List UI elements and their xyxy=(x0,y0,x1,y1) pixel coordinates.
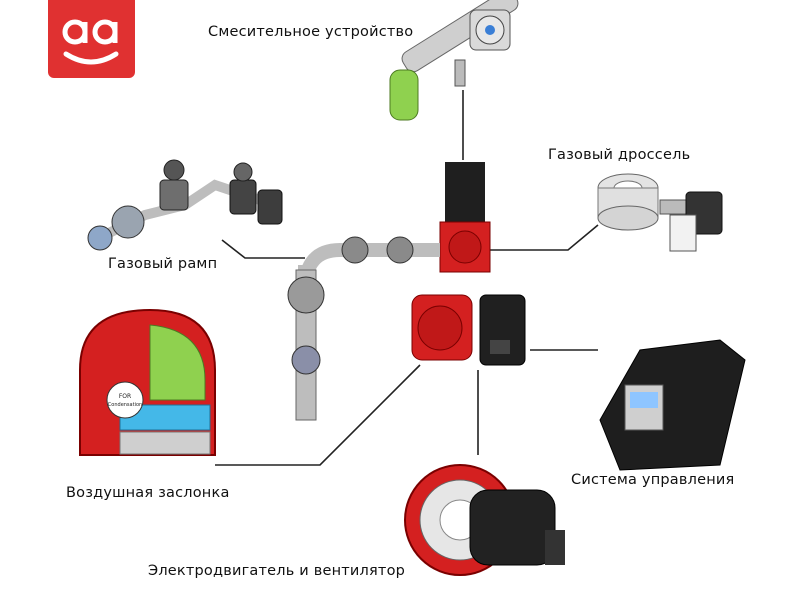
label-control-system: Система управления xyxy=(571,472,735,488)
burner-assembly-illustration xyxy=(287,162,526,421)
leader-ramp xyxy=(221,239,305,259)
label-gas-throttle: Газовый дроссель xyxy=(548,147,691,163)
label-gas-ramp: Газовый рамп xyxy=(108,256,218,272)
badge-line1: FOR xyxy=(119,393,131,400)
logo-icon xyxy=(62,19,119,65)
leader-throttle xyxy=(488,224,599,251)
gas-ramp-illustration xyxy=(87,159,283,251)
motor-fan-illustration xyxy=(404,464,565,576)
gas-throttle-illustration xyxy=(597,173,723,252)
badge-line2: Condensation xyxy=(108,402,142,408)
label-mixing-device: Смесительное устройство xyxy=(208,24,414,40)
label-motor-fan: Электродвигатель и вентилятор xyxy=(148,563,406,579)
leader-lines xyxy=(215,90,599,466)
control-system-illustration xyxy=(599,339,746,471)
brand-logo xyxy=(48,0,135,78)
mixing-device-illustration xyxy=(389,0,519,121)
air-damper-illustration: FOR Condensation xyxy=(79,308,216,456)
label-air-damper: Воздушная заслонка xyxy=(66,485,230,501)
leader-damper xyxy=(215,364,421,466)
